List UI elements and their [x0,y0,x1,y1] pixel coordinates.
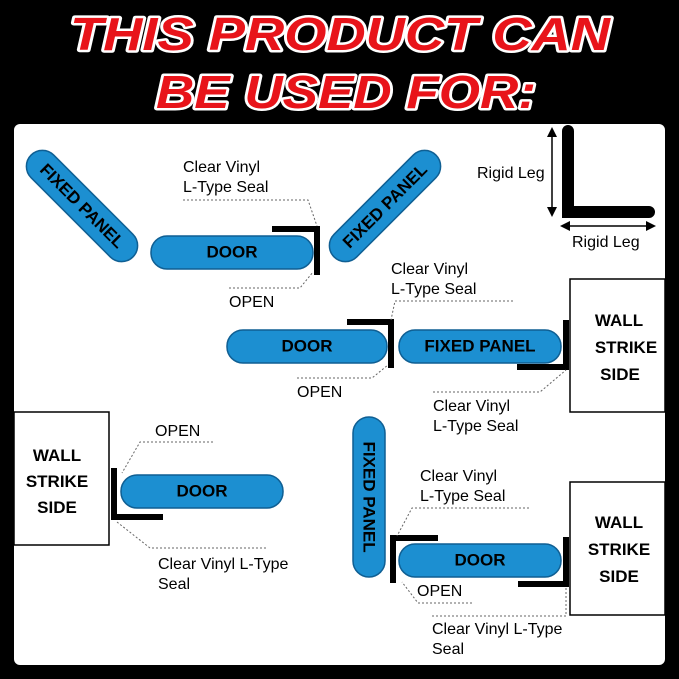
open-label: OPEN [297,384,342,401]
seal-leader-line [116,521,267,549]
open-leader-line [121,441,213,474]
fixed-panel-label: FIXED PANEL [36,160,128,252]
fixed-panel-label: FIXED PANEL [424,337,535,356]
door-label: DOOR [282,337,333,356]
wall-label-line-3: SIDE [37,498,77,517]
open-label: OPEN [229,294,274,311]
wall-label-line-1: WALL [595,311,643,330]
l-type-seal [518,537,569,587]
open-label: OPEN [417,583,462,600]
l-type-seal [111,468,163,520]
wall-label-line-1: WALL [33,446,81,465]
fixed-panel-1a: FIXED PANEL [25,149,139,263]
headline-line-2: BE USED FOR: [156,66,536,118]
seal-label-line-2: L-Type Seal [183,179,268,196]
seal-label-line-1: Clear Vinyl L-Type [158,556,289,573]
seal-leader-line [432,588,567,617]
rigid-leg-legend: Rigid Leg Rigid Leg [477,125,656,251]
fixed-panel-label: FIXED PANEL [339,160,431,252]
seal-label-line-1: Clear Vinyl [420,468,497,485]
l-type-seal-profile [562,125,655,218]
fixed-panel-1b: FIXED PANEL [328,149,442,263]
seal-label-line-2: L-Type Seal [391,281,476,298]
headline-line-1: THIS PRODUCT CAN [70,8,611,60]
seal-label-line-1: Clear Vinyl L-Type [432,621,563,638]
wall-strike-side-box [13,411,110,546]
l-type-seal [517,320,569,370]
wall-strike-side-box [569,278,666,413]
seal-leader-line [390,300,513,321]
fixed-panel-4: FIXED PANEL [352,416,386,578]
headline: THIS PRODUCT CAN BE USED FOR: [68,6,614,121]
door-1: DOOR [150,235,314,270]
open-leader-line [229,271,314,289]
open-leader-line [401,581,472,604]
seal-leader-line [396,507,529,537]
seal-label-line-2: Seal [432,641,464,658]
fixed-panel-label: FIXED PANEL [360,441,379,552]
diagram-panel [14,124,665,665]
door-label: DOOR [207,243,258,262]
fixed-panel-2: FIXED PANEL [398,329,562,364]
l-type-seal [272,226,320,275]
scenario-2: DOOR FIXED PANEL WALL STRIKE SIDE Clear … [226,261,666,435]
seal-label-line-2: L-Type Seal [433,418,518,435]
door-label: DOOR [177,482,228,501]
scenario-4: FIXED PANEL DOOR WALL STRIKE SIDE Clear … [352,416,666,658]
seal-leader-line [433,369,567,393]
wall-label-line-3: SIDE [600,365,640,384]
seal-leader-line [183,199,318,227]
wall-label-line-2: STRIKE [26,472,88,491]
wall-label-line-3: SIDE [599,567,639,586]
seal-label-line-1: Clear Vinyl [183,159,260,176]
l-type-seal [347,319,394,368]
door-label: DOOR [455,551,506,570]
wall-label-line-1: WALL [595,513,643,532]
seal-label-line-2: Seal [158,576,190,593]
l-type-seal [390,535,438,583]
door-2: DOOR [226,329,388,364]
seal-label-line-1: Clear Vinyl [433,398,510,415]
rigid-leg-horizontal-label: Rigid Leg [572,234,640,251]
seal-label-line-1: Clear Vinyl [391,261,468,278]
wall-strike-side-box [569,481,666,616]
wall-label-line-2: STRIKE [595,338,657,357]
scenario-3: WALL STRIKE SIDE DOOR OPEN Clear Vinyl L… [13,411,289,593]
rigid-leg-vertical-label: Rigid Leg [477,165,545,182]
scenario-1: FIXED PANEL DOOR FIXED PANEL Clear Vinyl… [25,149,442,311]
wall-label-line-2: STRIKE [588,540,650,559]
door-4: DOOR [398,543,562,578]
open-label: OPEN [155,423,200,440]
door-3: DOOR [120,474,284,509]
seal-label-line-2: L-Type Seal [420,488,505,505]
open-leader-line [297,364,389,379]
